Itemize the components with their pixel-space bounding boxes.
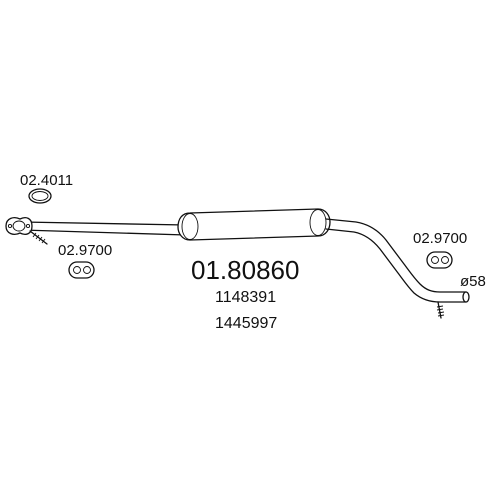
oe-number: 1445997: [215, 315, 277, 332]
rubber-mount-icon: [426, 251, 453, 269]
flange-icon: [5, 217, 33, 235]
rear-mount-label: 02.9700: [413, 230, 467, 247]
gasket-ring-icon: [28, 188, 52, 204]
hanger-bolt-icon: [29, 230, 48, 245]
oe-number: 1148391: [215, 289, 276, 306]
rubber-mount-icon: [68, 261, 95, 279]
gasket-ring-label: 02.4011: [20, 172, 73, 189]
front-mount-label: 02.9700: [58, 242, 112, 259]
muffler-icon: [177, 208, 331, 241]
part-number: 01.80860: [191, 255, 299, 285]
front-pipe: [21, 221, 187, 236]
rear-pipe: [325, 218, 470, 303]
hanger-bolt-icon: [436, 301, 445, 319]
diameter-label: ø58: [460, 273, 486, 290]
